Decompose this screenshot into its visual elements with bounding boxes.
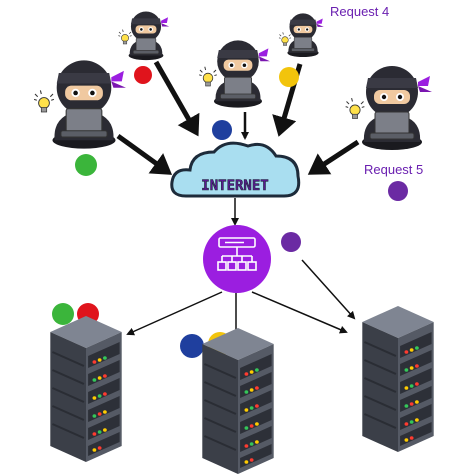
client-top-left — [127, 10, 171, 62]
request-4-label: Request 4 — [330, 4, 390, 19]
arrow-client-top-left — [153, 60, 200, 137]
server-rack-icon — [49, 314, 123, 464]
bulb-icon — [345, 97, 365, 120]
arrow-purple-to-server-right — [301, 259, 356, 320]
server-right — [361, 304, 435, 454]
request-ball-yellow — [279, 67, 299, 87]
request-ball-green — [52, 303, 74, 325]
server-center — [201, 326, 275, 474]
arrow-client-left — [116, 133, 173, 175]
arrow-client-right — [307, 139, 360, 175]
bulb-icon — [198, 66, 218, 87]
server-left — [49, 314, 123, 464]
server-rack-icon — [361, 304, 435, 454]
load-balancer — [203, 225, 271, 293]
internet-cloud: INTERNET — [170, 141, 301, 198]
request-ball-green — [75, 154, 97, 176]
client-right — [360, 64, 434, 152]
cloud-icon — [170, 141, 301, 198]
client-center — [212, 38, 272, 110]
request-ball-blue — [180, 334, 204, 358]
request-ball-purple — [281, 232, 301, 252]
load-balancer-node — [203, 225, 271, 293]
bulb-icon — [33, 89, 55, 113]
server-rack-icon — [201, 326, 275, 474]
bulb-icon — [118, 29, 132, 45]
bulb-icon — [278, 31, 292, 46]
network-hub-icon — [217, 237, 257, 271]
arrow-to-server-right — [251, 291, 348, 334]
request-5-label: Request 5 — [364, 162, 424, 177]
client-top-right — [286, 12, 325, 59]
client-left — [53, 60, 127, 148]
request-ball-blue — [212, 120, 232, 140]
internet-label: INTERNET — [201, 178, 268, 194]
arrow-to-server-left — [126, 291, 223, 336]
request-ball-purple — [388, 181, 408, 201]
request-ball-red — [134, 66, 152, 84]
